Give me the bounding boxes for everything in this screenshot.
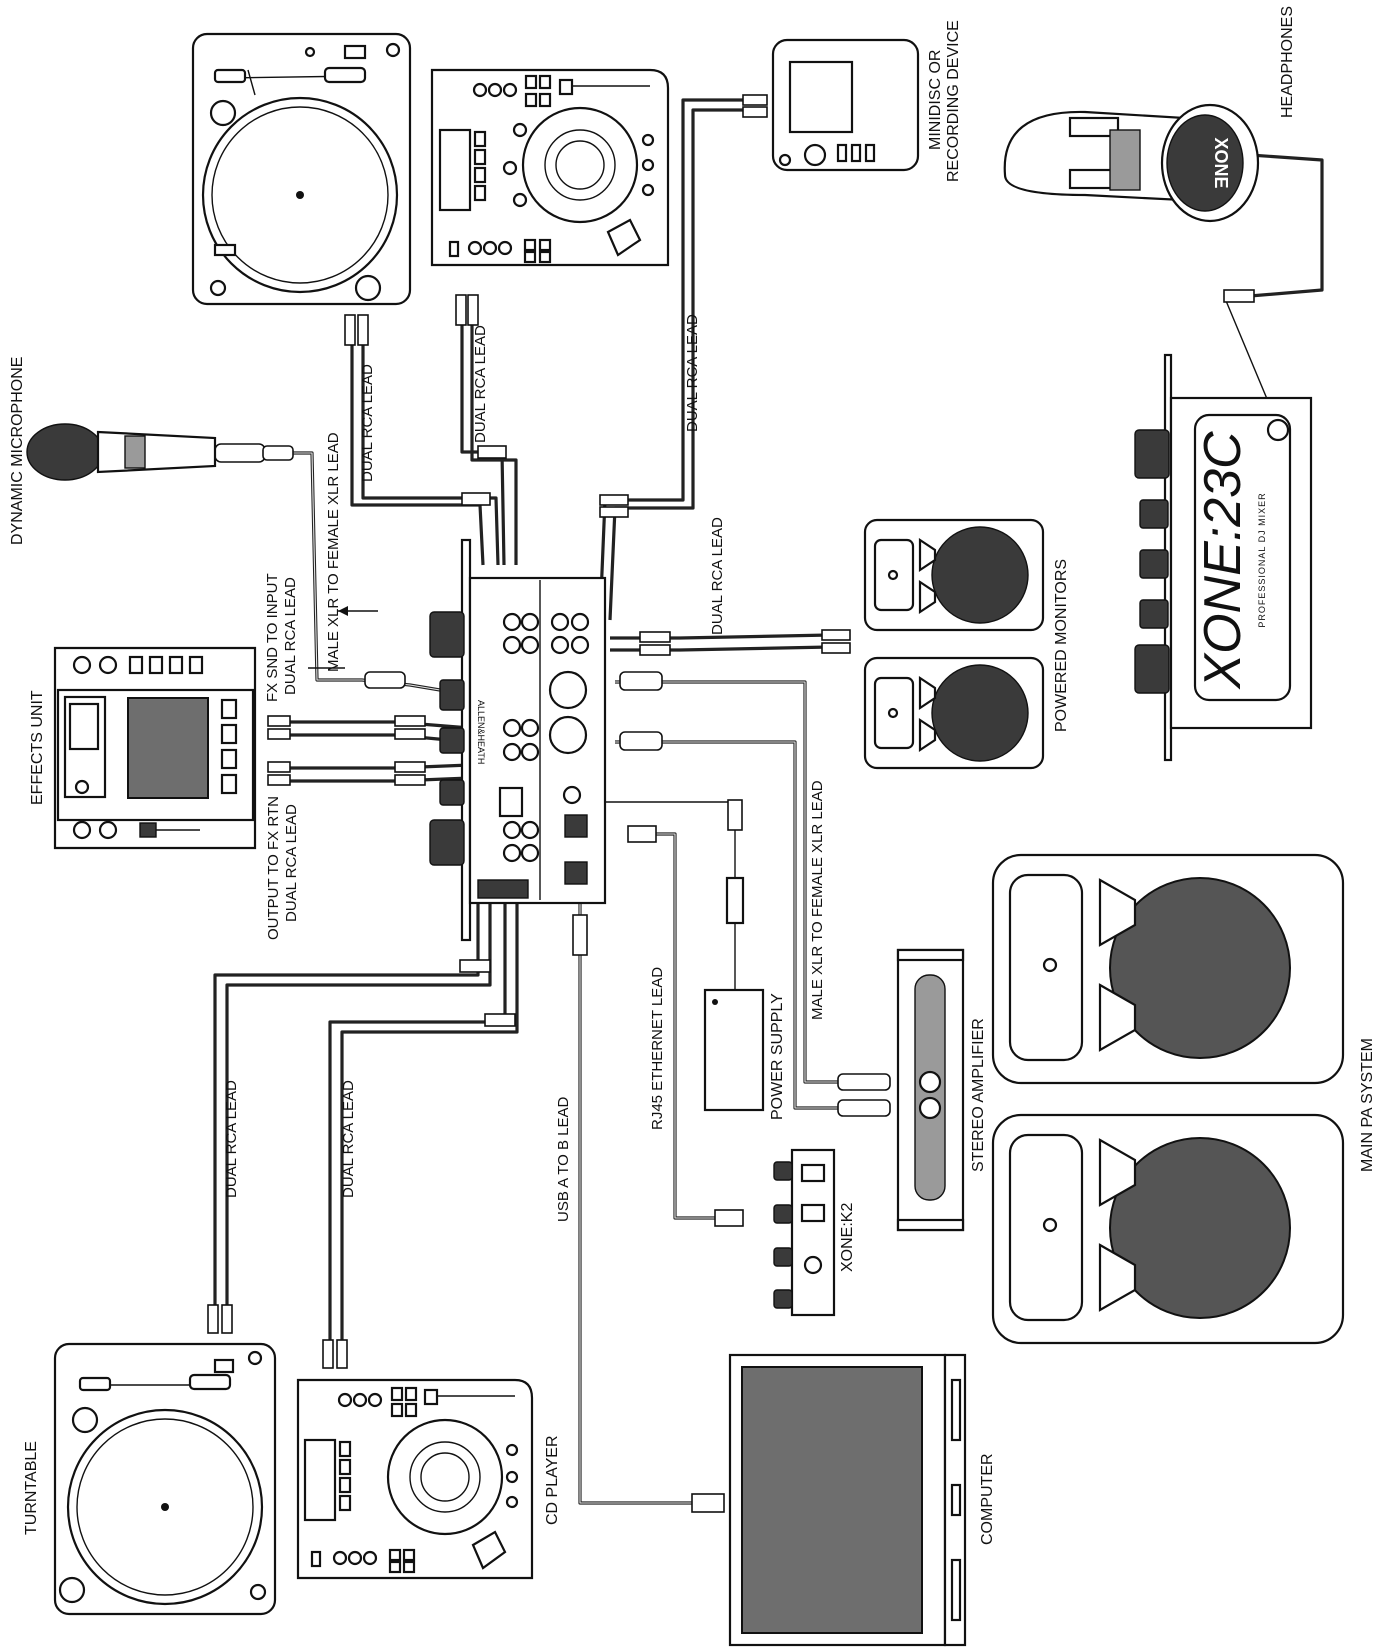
computer: [728, 1353, 967, 1647]
label-turntable: TURNTABLE: [23, 1441, 40, 1535]
label-minidisc-2: RECORDING DEVICE: [945, 20, 962, 182]
label-headphones: HEADPHONES: [1279, 6, 1296, 118]
usb-cable: [578, 900, 700, 1505]
label-stereo-amplifier: STEREO AMPLIFIER: [970, 1018, 987, 1172]
direction-arrows: [308, 606, 378, 669]
label-cd-player: CD PLAYER: [544, 1435, 561, 1525]
cd-bottom-cable: [328, 900, 507, 1350]
mixer-subtitle: PROFESSIONAL DJ MIXER: [1257, 492, 1267, 627]
label-dynamic-microphone: DYNAMIC MICROPHONE: [9, 357, 26, 545]
mixer-center: ALLEN&HEATH: [429, 538, 607, 942]
label-xlr-amp-lead: MALE XLR TO FEMALE XLR LEAD: [809, 780, 826, 1020]
label-minidisc-lead: DUAL RCA LEAD: [684, 314, 701, 432]
power-cable: [600, 801, 736, 990]
label-fx-rtn-lead: DUAL RCA LEAD: [283, 804, 300, 922]
cd-player-bottom: [296, 1378, 534, 1580]
label-turntable-bottom-lead: DUAL RCA LEAD: [223, 1080, 240, 1198]
plugs: [207, 94, 1255, 1513]
cd-player-top: [430, 68, 670, 267]
power-supply: [703, 876, 765, 1112]
label-main-pa: MAIN PA SYSTEM: [1359, 1038, 1376, 1172]
label-rj45-lead: RJ45 ETHERNET LEAD: [649, 967, 666, 1130]
label-fx-snd-lead: DUAL RCA LEAD: [282, 577, 299, 695]
stereo-amplifier: [896, 948, 965, 1232]
minidisc-cable: [598, 98, 755, 621]
effects-unit: [53, 646, 257, 850]
label-minidisc-1: MINIDISC OR: [927, 50, 944, 150]
label-usb-lead: USB A TO B LEAD: [555, 1096, 572, 1222]
main-pa-system: [991, 853, 1345, 1345]
xone-k2-controller: [773, 1148, 836, 1317]
xone-23c-mixer: XONE:23C PROFESSIONAL DJ MIXER: [1134, 353, 1313, 762]
cables: [213, 98, 1324, 1505]
label-powered-monitors: POWERED MONITORS: [1053, 559, 1070, 732]
headphone-logo: XONE: [1211, 137, 1231, 188]
mixer-logo: XONE:23C: [1194, 431, 1252, 690]
label-effects-unit: EFFECTS UNIT: [29, 690, 46, 805]
label-monitors-lead: DUAL RCA LEAD: [709, 517, 726, 635]
label-turntable-top-lead: DUAL RCA LEAD: [359, 364, 376, 482]
fx-send-cable: [280, 720, 471, 730]
label-mic-lead: MALE XLR TO FEMALE XLR LEAD: [325, 432, 342, 672]
minidisc-device: [771, 38, 920, 172]
turntable-bottom: [53, 1342, 277, 1616]
turntable-bottom-cable: [213, 900, 480, 1310]
headphones: XONE: [1003, 103, 1260, 223]
label-power-supply: POWER SUPPLY: [769, 993, 786, 1120]
label-fx-snd: FX SND TO INPUT: [264, 573, 281, 702]
headphones-cable: [1249, 153, 1324, 298]
turntable-top: [191, 32, 412, 306]
mixer-top-logo: ALLEN&HEATH: [476, 700, 486, 764]
monitors-cable: [610, 633, 831, 640]
label-cd-bottom-lead: DUAL RCA LEAD: [340, 1080, 357, 1198]
fx-return-cable: [280, 763, 471, 770]
label-computer: COMPUTER: [979, 1453, 996, 1545]
label-cd-top-lead: DUAL RCA LEAD: [472, 325, 489, 443]
dynamic-microphone: [26, 423, 217, 481]
turntable-top-cable: [350, 330, 485, 566]
powered-monitors: [863, 518, 1045, 770]
labels: DYNAMIC MICROPHONE EFFECTS UNIT FX SND T…: [9, 6, 1376, 1545]
label-xone-k2: XONE:K2: [839, 1203, 856, 1272]
label-fx-rtn: OUTPUT TO FX RTN: [265, 796, 282, 940]
